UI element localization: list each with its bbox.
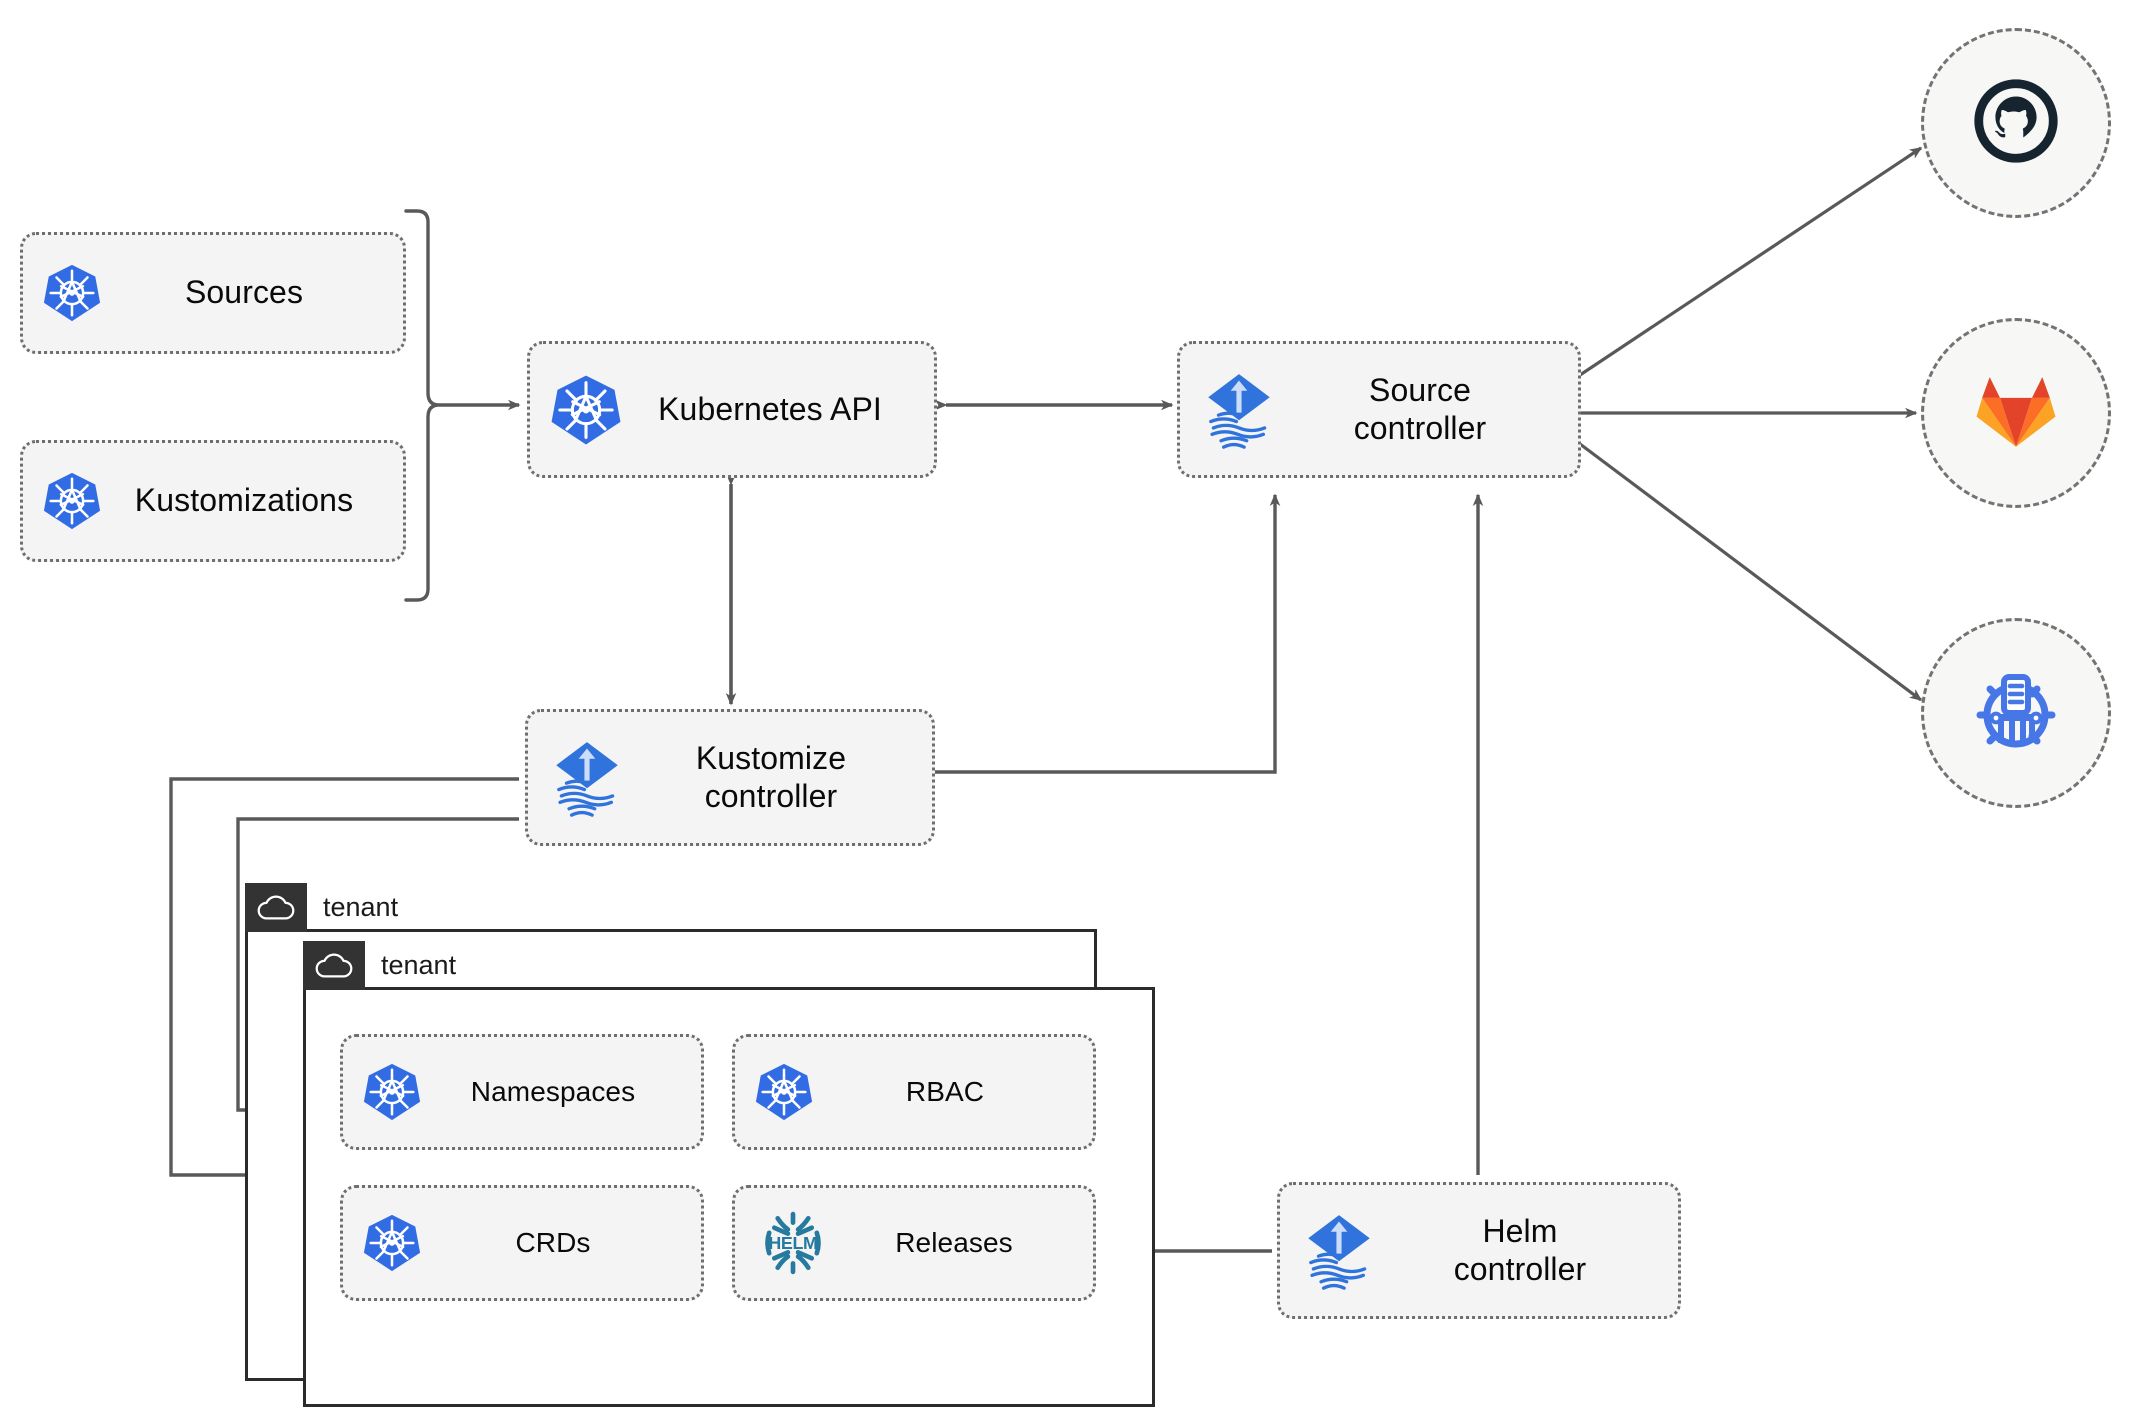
node-rbac-label: RBAC <box>905 1076 985 1108</box>
kubernetes-icon <box>41 470 103 532</box>
flux-icon <box>1298 1210 1380 1292</box>
kubernetes-icon <box>361 1061 423 1123</box>
github-icon <box>1967 72 2065 175</box>
edge-source-controller-to-github <box>1579 146 1923 377</box>
node-kustomize-controller-label: Kustomize controller <box>695 739 847 814</box>
node-kubernetes-api-label: Kubernetes API <box>658 390 882 427</box>
kubernetes-icon <box>548 372 624 448</box>
tenant-front-tab: tenant <box>303 941 456 990</box>
node-kubernetes-api[interactable]: Kubernetes API <box>527 341 937 478</box>
node-namespaces-label: Namespaces <box>470 1076 636 1108</box>
node-releases-label: Releases <box>895 1227 1013 1259</box>
provider-gitlab[interactable] <box>1921 318 2111 508</box>
tenant-front-label: tenant <box>381 950 457 980</box>
edge-kustomize-to-tenant-back <box>169 777 519 1181</box>
cloud-icon <box>245 883 307 932</box>
cloud-icon <box>303 941 365 990</box>
node-source-controller[interactable]: Source controller <box>1177 341 1581 478</box>
node-kustomizations[interactable]: Kustomizations <box>20 440 406 562</box>
helm-icon: HELM <box>753 1209 833 1277</box>
node-kustomizations-label: Kustomizations <box>134 482 354 519</box>
kubernetes-icon <box>753 1061 815 1123</box>
edge-kustomize-to-source-controller <box>935 493 1281 774</box>
node-source-controller-label: Source controller <box>1353 371 1487 446</box>
gitlab-icon <box>1969 364 2063 463</box>
bracket-sources-kustomizations <box>404 209 440 602</box>
tenant-back-tab: tenant <box>245 883 398 932</box>
node-crds-label: CRDs <box>515 1227 591 1259</box>
node-kustomize-controller[interactable]: Kustomize controller <box>525 709 935 846</box>
svg-text:HELM: HELM <box>768 1233 817 1253</box>
node-namespaces[interactable]: Namespaces <box>340 1034 704 1150</box>
node-releases[interactable]: HELM Releases <box>732 1185 1096 1301</box>
tenant-back-label: tenant <box>323 892 399 922</box>
node-helm-controller-label: Helm controller <box>1453 1212 1587 1287</box>
chart-repository-icon <box>1966 661 2066 766</box>
node-sources-label: Sources <box>184 274 304 311</box>
provider-github[interactable] <box>1921 28 2111 218</box>
flux-icon <box>1198 369 1280 451</box>
kubernetes-icon <box>41 262 103 324</box>
node-sources[interactable]: Sources <box>20 232 406 354</box>
node-helm-controller[interactable]: Helm controller <box>1277 1182 1681 1319</box>
flux-icon <box>546 737 628 819</box>
node-crds[interactable]: CRDs <box>340 1185 704 1301</box>
provider-helm-charts[interactable] <box>1921 618 2111 808</box>
kubernetes-icon <box>361 1212 423 1274</box>
edge-source-controller-to-helm-charts <box>1579 442 1923 702</box>
node-rbac[interactable]: RBAC <box>732 1034 1096 1150</box>
